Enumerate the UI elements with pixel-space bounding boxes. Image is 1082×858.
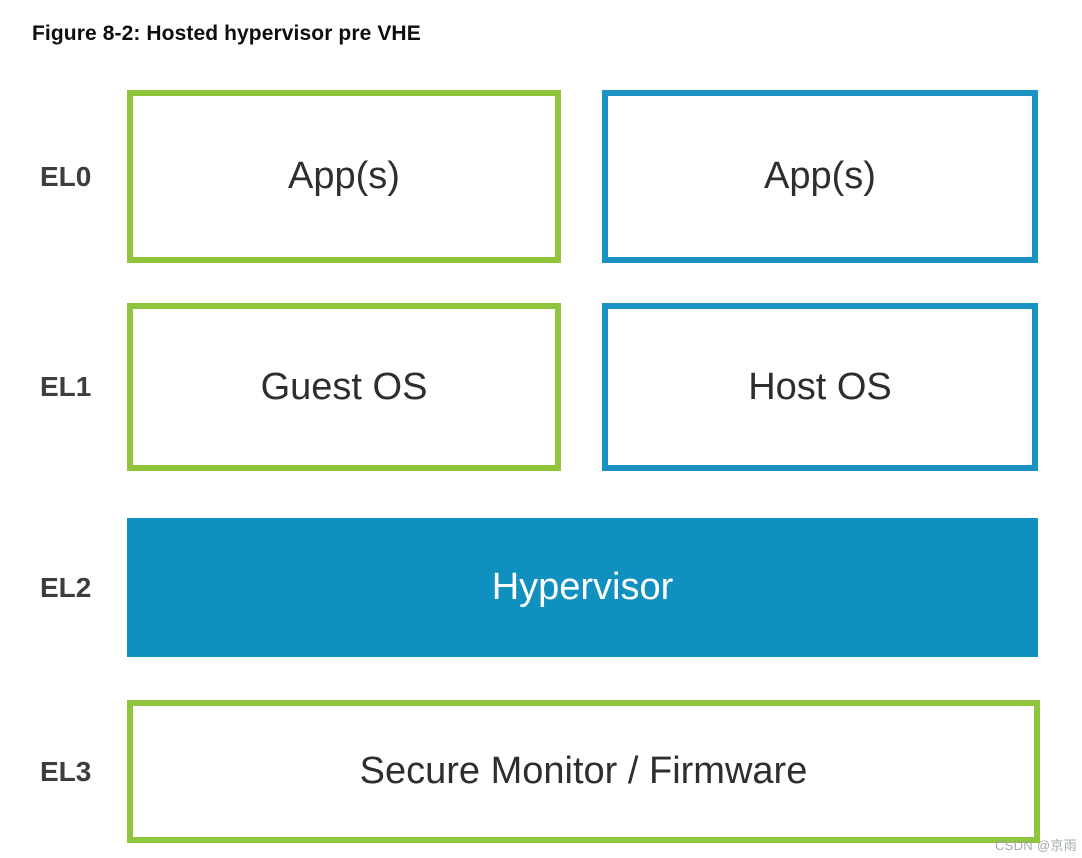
figure-title: Figure 8-2: Hosted hypervisor pre VHE	[32, 22, 421, 45]
exception-level-label-el0: EL0	[40, 160, 92, 192]
exception-level-label-el1: EL1	[40, 371, 92, 402]
guest-os-box-label: Guest OS	[260, 365, 428, 408]
host-os-box-label: Host OS	[748, 365, 892, 408]
hypervisor-box: Hypervisor	[127, 518, 1038, 657]
guest-os-box: Guest OS	[127, 303, 561, 471]
host-apps-box: App(s)	[602, 90, 1038, 263]
guest-apps-box-label: App(s)	[288, 155, 400, 197]
secure-monitor-firmware-box-label: Secure Monitor / Firmware	[359, 750, 808, 792]
host-os-box: Host OS	[602, 303, 1038, 471]
hypervisor-box-label: Hypervisor	[491, 566, 674, 608]
csdn-watermark: CSDN @京雨	[994, 838, 1077, 853]
exception-level-label-el3: EL3	[40, 755, 92, 787]
secure-monitor-firmware-box: Secure Monitor / Firmware	[127, 700, 1040, 843]
exception-level-label-el2: EL2	[40, 571, 92, 603]
guest-apps-box: App(s)	[127, 90, 561, 263]
host-apps-box-label: App(s)	[764, 155, 876, 197]
